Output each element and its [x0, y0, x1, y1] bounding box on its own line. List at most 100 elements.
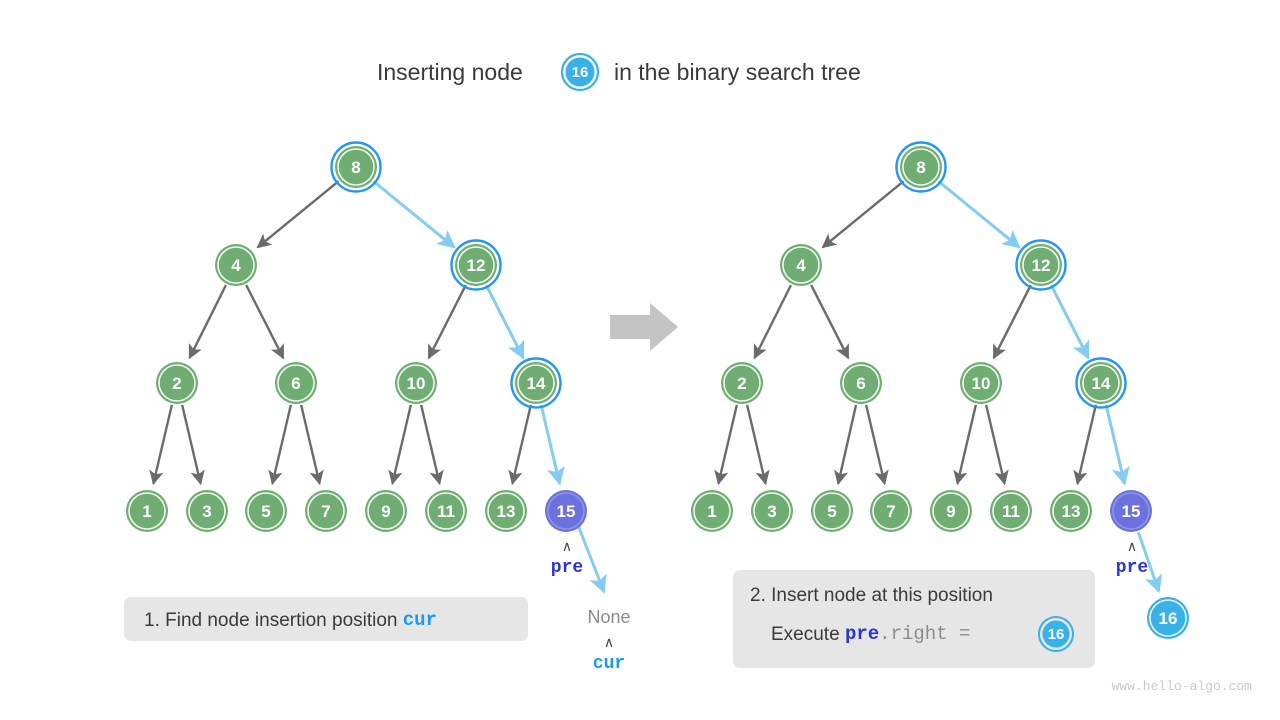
tree-node-2[interactable]: 2	[156, 362, 198, 404]
node-highlight-ring	[1075, 357, 1127, 409]
tree-node-7[interactable]: 7	[305, 490, 347, 532]
node-highlight-ring	[450, 239, 502, 291]
node-value-label: 10	[972, 374, 991, 393]
node-value-label: 10	[407, 374, 426, 393]
tree-edge	[753, 284, 793, 360]
node-value-label: 7	[321, 502, 330, 521]
caption-segment-pre: pre	[845, 623, 879, 645]
node-circle	[1147, 597, 1189, 639]
node-circle	[780, 244, 822, 286]
tree-node-10[interactable]: 10	[395, 362, 437, 404]
tree-node-14[interactable]: 14	[1075, 357, 1127, 409]
tree-edge	[992, 284, 1032, 360]
tree-node-8[interactable]: 8	[330, 141, 382, 193]
tree-node-6[interactable]: 6	[275, 362, 317, 404]
node-value-label: 13	[1062, 502, 1081, 521]
pointer-label-cur: cur	[593, 654, 625, 674]
caption-segment-execute: Execute	[771, 624, 845, 645]
tree-node-12[interactable]: 12	[1015, 239, 1067, 291]
tree-node-3[interactable]: 3	[186, 490, 228, 532]
tree-node-5[interactable]: 5	[811, 490, 853, 532]
node-inner-ring	[1022, 246, 1060, 284]
tree-node-15[interactable]: 15	[545, 490, 587, 532]
tree-node-12[interactable]: 12	[450, 239, 502, 291]
tree-node-1[interactable]: 1	[691, 490, 733, 532]
tree-edge	[508, 404, 533, 486]
tree-edge	[419, 404, 444, 486]
node-inner-ring	[992, 492, 1030, 530]
title-node-badge: 16	[560, 52, 600, 92]
tree-node-1[interactable]: 1	[126, 490, 168, 532]
node-circle	[691, 490, 733, 532]
tree-node-13[interactable]: 13	[1050, 490, 1092, 532]
caret-icon: ∧	[562, 538, 572, 554]
node-circle	[1050, 490, 1092, 532]
node-value-label: 7	[886, 502, 895, 521]
tree-node-4[interactable]: 4	[215, 244, 257, 286]
tree-node-6[interactable]: 6	[840, 362, 882, 404]
node-circle	[545, 490, 587, 532]
node-value-label: 3	[202, 502, 211, 521]
node-inner-ring	[367, 492, 405, 530]
pointer-label-pre: pre	[1116, 558, 1148, 578]
tree-node-11[interactable]: 11	[990, 490, 1032, 532]
tree-node-16[interactable]: 16	[1147, 597, 1189, 639]
tree-node-4[interactable]: 4	[780, 244, 822, 286]
node-circle	[840, 362, 882, 404]
node-circle	[751, 490, 793, 532]
tree-node-3[interactable]: 3	[751, 490, 793, 532]
tree-node-5[interactable]: 5	[245, 490, 287, 532]
title-suffix: in the binary search tree	[614, 59, 861, 85]
pointer-label-none: None	[587, 607, 630, 627]
tree-edge	[1049, 284, 1090, 360]
tree-node-9[interactable]: 9	[365, 490, 407, 532]
node-value-label: 5	[261, 502, 270, 521]
node-value-label: 14	[1092, 374, 1111, 393]
node-inner-ring	[337, 148, 375, 186]
caption-box-insert-node: 2. Insert node at this position Execute …	[733, 570, 1095, 668]
node-circle	[156, 362, 198, 404]
node-circle	[930, 490, 972, 532]
node-inner-ring	[693, 492, 731, 530]
tree-edge	[984, 404, 1009, 486]
node-circle	[990, 490, 1032, 532]
tree-node-11[interactable]: 11	[425, 490, 467, 532]
title-badge-value: 16	[572, 64, 589, 81]
node-value-label: 3	[767, 502, 776, 521]
tree-edge	[256, 180, 340, 249]
node-inner-ring	[487, 492, 525, 530]
watermark: www.hello-algo.com	[1112, 679, 1253, 694]
tree-node-13[interactable]: 13	[485, 490, 527, 532]
node-circle	[485, 490, 527, 532]
node-value-label: 5	[827, 502, 836, 521]
tree-edge	[268, 404, 293, 486]
node-value-label: 12	[467, 256, 486, 275]
node-inner-ring	[1149, 599, 1187, 637]
pointer-annotation-cur: ∧cur	[593, 634, 625, 674]
node-value-label: 12	[1032, 256, 1051, 275]
node-inner-ring	[962, 364, 1000, 402]
tree-node-15[interactable]: 15	[1110, 490, 1152, 532]
node-value-label: 2	[172, 374, 181, 393]
caption-segment-plain: 1. Find node insertion position	[144, 610, 403, 631]
tree-node-9[interactable]: 9	[930, 490, 972, 532]
tree-node-7[interactable]: 7	[870, 490, 912, 532]
node-inner-ring	[1112, 492, 1150, 530]
tree-node-2[interactable]: 2	[721, 362, 763, 404]
caption-insert-line2: Execute pre.right =	[771, 623, 970, 645]
node-circle	[215, 244, 257, 286]
node-value-label: 6	[856, 374, 865, 393]
node-highlight-ring	[510, 357, 562, 409]
tree-node-8[interactable]: 8	[895, 141, 947, 193]
node-inner-ring	[1082, 364, 1120, 402]
tree-node-14[interactable]: 14	[510, 357, 562, 409]
tree-node-10[interactable]: 10	[960, 362, 1002, 404]
pointer-annotation-pre: ∧pre	[551, 538, 583, 578]
node-value-label: 6	[291, 374, 300, 393]
right-arrow-icon	[610, 303, 678, 351]
caption-box-find-position: 1. Find node insertion position cur	[124, 597, 528, 641]
tree-edge	[180, 404, 205, 486]
